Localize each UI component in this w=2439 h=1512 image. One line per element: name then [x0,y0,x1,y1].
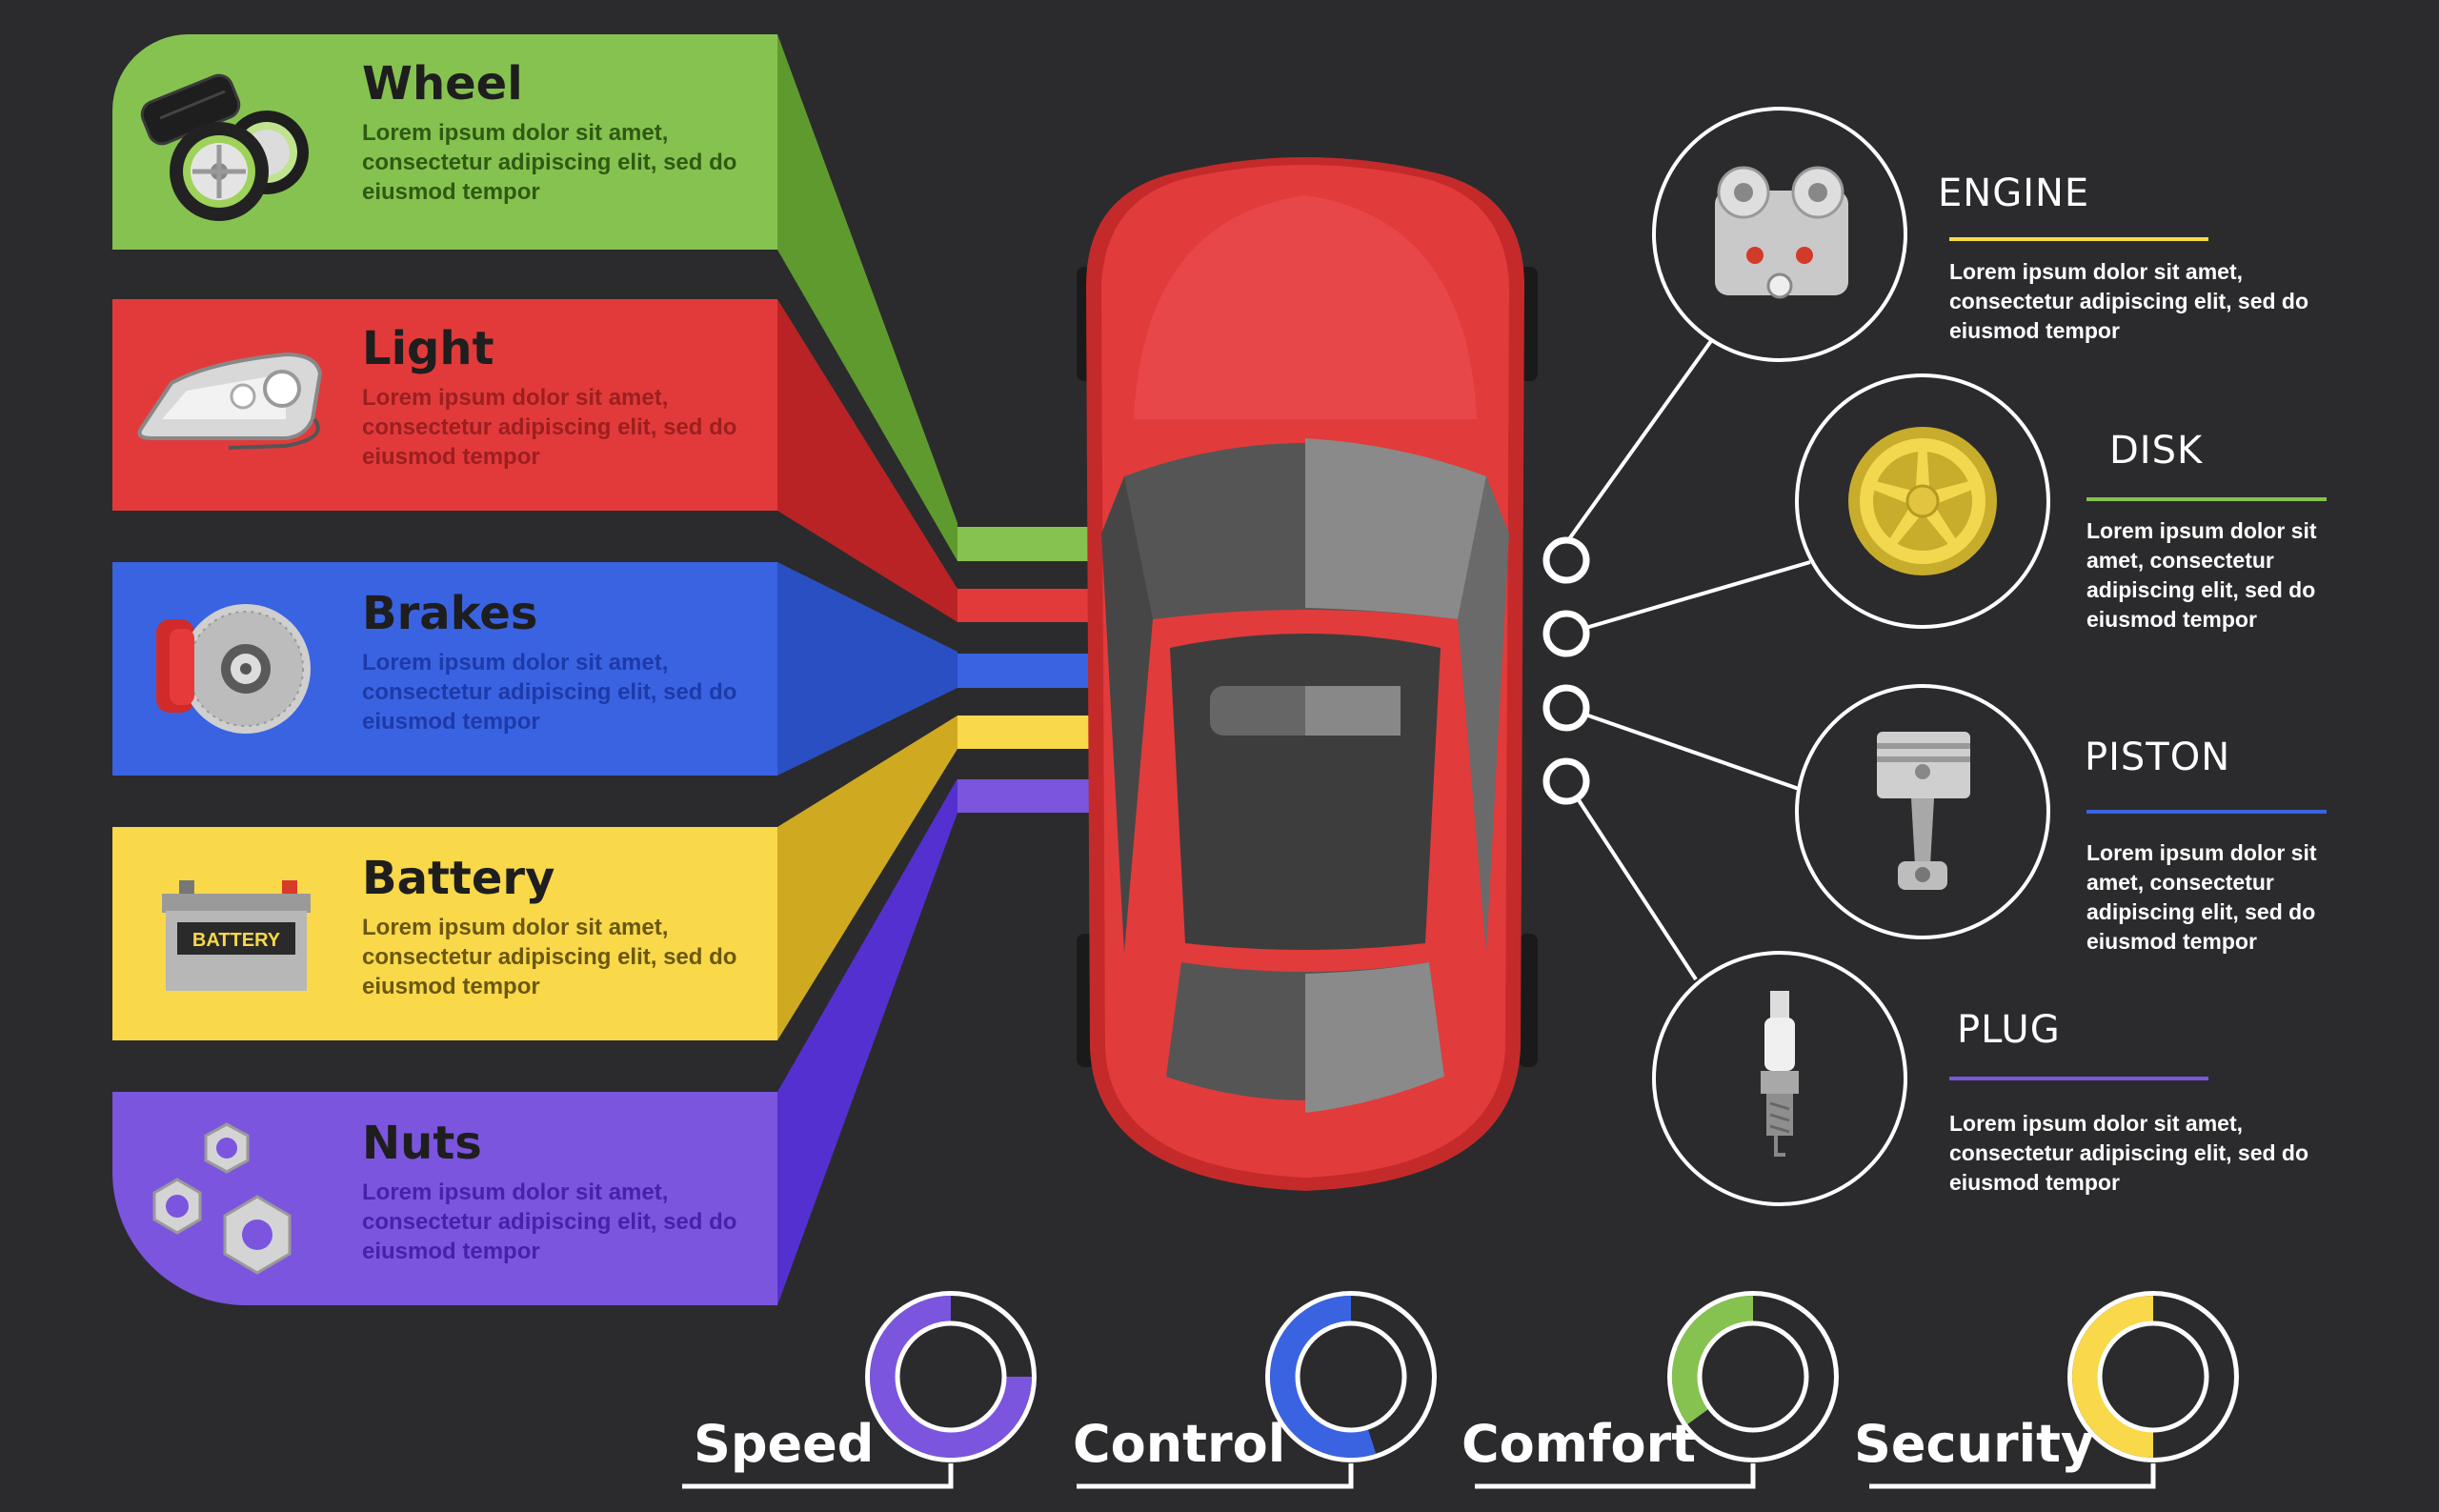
panel-title-wheel: Wheel [362,57,523,111]
underline-disk [2086,497,2327,501]
connector-wheel [777,34,957,561]
metric-underline-speed [682,1463,954,1489]
metric-underline-control [1077,1463,1354,1489]
metric-underline-security [1869,1463,2156,1489]
metric-label-comfort: Comfort [1461,1414,1697,1474]
metric-label-control: Control [1073,1414,1286,1474]
connector-dot-piston[interactable] [1542,684,1590,732]
metric-label-security: Security [1854,1414,2095,1474]
strip-battery [957,716,1091,749]
panel-title-nuts: Nuts [362,1117,482,1170]
strip-light [957,589,1091,622]
panel-bg-wheel [112,34,777,250]
connector-battery [777,716,957,1040]
metric-donuts [865,1291,2239,1462]
panel-title-battery: Battery [362,852,555,905]
donut-hole-speed [895,1320,1007,1433]
panel-text-brakes: Lorem ipsum dolor sit amet, consectetur … [362,650,737,735]
donut-hole-security [2097,1320,2209,1433]
part-text-disk: Lorem ipsum dolor sit amet, consectetur … [2086,518,2317,632]
engine-icon [1715,166,1848,299]
part-connectors [1564,336,1811,981]
donut-hole-control [1295,1320,1407,1433]
car-top-view [1077,157,1538,1191]
connector-brakes [777,562,957,776]
connector-dot-plug[interactable] [1542,757,1590,805]
metric-label-speed: Speed [694,1414,875,1474]
alloy-rim-icon [1848,427,1997,575]
part-text-piston: Lorem ipsum dolor sit amet, consectetur … [2086,840,2317,954]
strip-brakes [957,654,1091,688]
part-title-disk: DISK [2109,429,2204,473]
connector-nuts [777,778,957,1305]
connector-dot-engine[interactable] [1542,536,1590,584]
strip-wheel [957,527,1091,561]
strip-nuts [957,779,1091,813]
metric-underline-comfort [1475,1463,1756,1489]
part-text-engine: Lorem ipsum dolor sit amet, consectetur … [1949,259,2309,343]
connector-light [777,299,957,622]
part-title-piston: PISTON [2085,736,2231,779]
panel-text-nuts: Lorem ipsum dolor sit amet, consectetur … [362,1179,737,1264]
donut-hole-comfort [1697,1320,1809,1433]
hex-nut-icon [152,1122,292,1275]
panel-text-light: Lorem ipsum dolor sit amet, consectetur … [362,385,737,470]
part-text-plug: Lorem ipsum dolor sit amet, consectetur … [1949,1111,2309,1195]
connector-dot-disk[interactable] [1542,610,1590,657]
part-title-engine: ENGINE [1938,171,2090,215]
spark-plug-icon [1761,991,1799,1157]
panel-title-light: Light [362,322,494,375]
underline-engine [1949,237,2208,241]
panel-title-brakes: Brakes [362,587,538,640]
part-title-plug: PLUG [1957,1008,2061,1052]
piston-icon [1877,732,1970,890]
panel-text-wheel: Lorem ipsum dolor sit amet, consectetur … [362,120,737,205]
underline-piston [2086,810,2327,814]
battery-icon: BATTERY [162,880,311,991]
underline-plug [1949,1077,2208,1080]
battery-icon-label: BATTERY [192,930,281,951]
panel-text-battery: Lorem ipsum dolor sit amet, consectetur … [362,915,737,999]
brake-disc-icon [156,604,311,734]
headlight-icon [137,352,323,450]
tire-wheel-icon [140,73,309,221]
